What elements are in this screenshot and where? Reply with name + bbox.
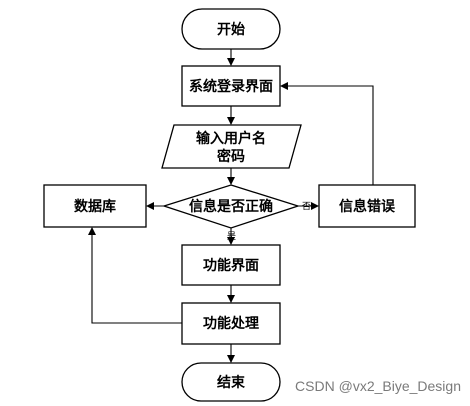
watermark: CSDN @vx2_Biye_Design (295, 378, 461, 394)
login-node: 系统登录界面 (181, 65, 281, 107)
error-node: 信息错误 (318, 184, 416, 228)
database-node: 数据库 (43, 184, 147, 228)
input-label-line1: 输入用户名 (196, 130, 266, 147)
end-node: 结束 (181, 362, 281, 402)
edge-proc-database (88, 227, 182, 324)
no-label: 否 (302, 201, 311, 212)
edge-error-login (280, 82, 374, 185)
decision-label: 信息是否正确 (189, 198, 273, 215)
input-label-line2: 密码 (216, 148, 245, 165)
function-proc-label: 功能处理 (203, 315, 259, 332)
start-label: 开始 (217, 21, 245, 38)
error-label: 信息错误 (339, 198, 396, 215)
function-ui-label: 功能界面 (203, 257, 259, 274)
end-label: 结束 (217, 374, 246, 391)
database-label: 数据库 (74, 198, 116, 215)
input-node: 输入用户名 密码 (161, 124, 302, 169)
start-node: 开始 (181, 8, 281, 50)
yes-label: 是 (227, 231, 236, 242)
function-proc-node: 功能处理 (181, 302, 281, 345)
decision-node: 信息是否正确 (161, 184, 301, 229)
function-ui-node: 功能界面 (181, 244, 281, 286)
login-label: 系统登录界面 (189, 78, 273, 95)
